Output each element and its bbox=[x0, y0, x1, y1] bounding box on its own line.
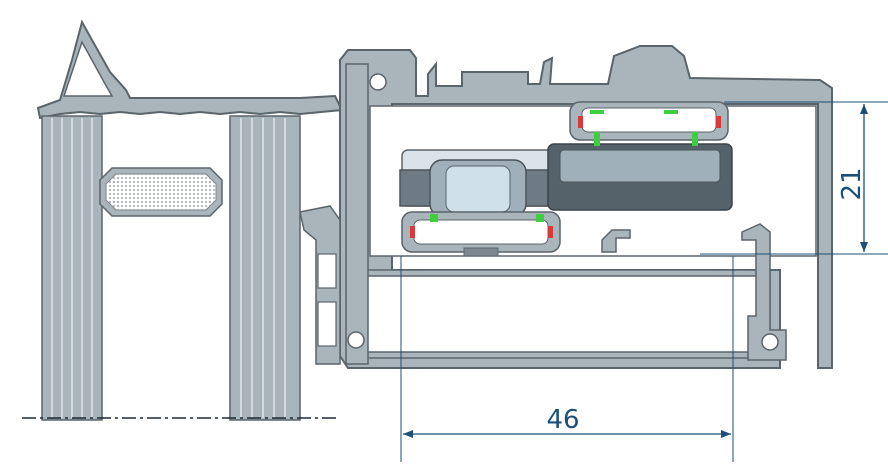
right-glass-pane bbox=[229, 115, 301, 421]
frame-chamber-lower-inner bbox=[365, 275, 765, 353]
seal-green-top-left bbox=[590, 110, 604, 114]
top-seal-hollow bbox=[62, 40, 114, 97]
dimension-height-label: 21 bbox=[837, 167, 867, 200]
seal-green-post-left bbox=[594, 132, 600, 146]
seal-red-left bbox=[578, 116, 583, 128]
seal-red-lower-right bbox=[548, 226, 553, 238]
lower-seal-carrier bbox=[401, 211, 561, 257]
seal-green-lower-left bbox=[430, 214, 438, 222]
frame-right-bracket bbox=[741, 223, 787, 361]
seal-green-post-right bbox=[692, 132, 698, 146]
upper-seal-carrier bbox=[569, 101, 729, 146]
seal-red-lower-left bbox=[410, 226, 415, 238]
screw-channel-right bbox=[761, 333, 779, 351]
top-seal-profile bbox=[36, 19, 344, 120]
dimension-width-label: 46 bbox=[546, 405, 579, 435]
frame-floor-clip bbox=[601, 229, 631, 253]
screw-channel-left-top bbox=[369, 73, 387, 91]
screw-channel-left-bottom bbox=[347, 331, 365, 349]
left-glass-pane bbox=[41, 115, 103, 421]
dimension-height bbox=[700, 101, 888, 255]
seal-green-top-right bbox=[664, 110, 678, 114]
spacer-desiccant bbox=[105, 173, 217, 211]
frame-left-slot-2 bbox=[317, 301, 337, 347]
dimension-width bbox=[400, 256, 734, 462]
frame-left-slot-1 bbox=[317, 253, 337, 289]
roller-carriage bbox=[399, 143, 733, 217]
frame-left-wall bbox=[345, 63, 369, 365]
seal-red-right bbox=[716, 116, 721, 128]
seal-green-lower-right bbox=[536, 214, 544, 222]
